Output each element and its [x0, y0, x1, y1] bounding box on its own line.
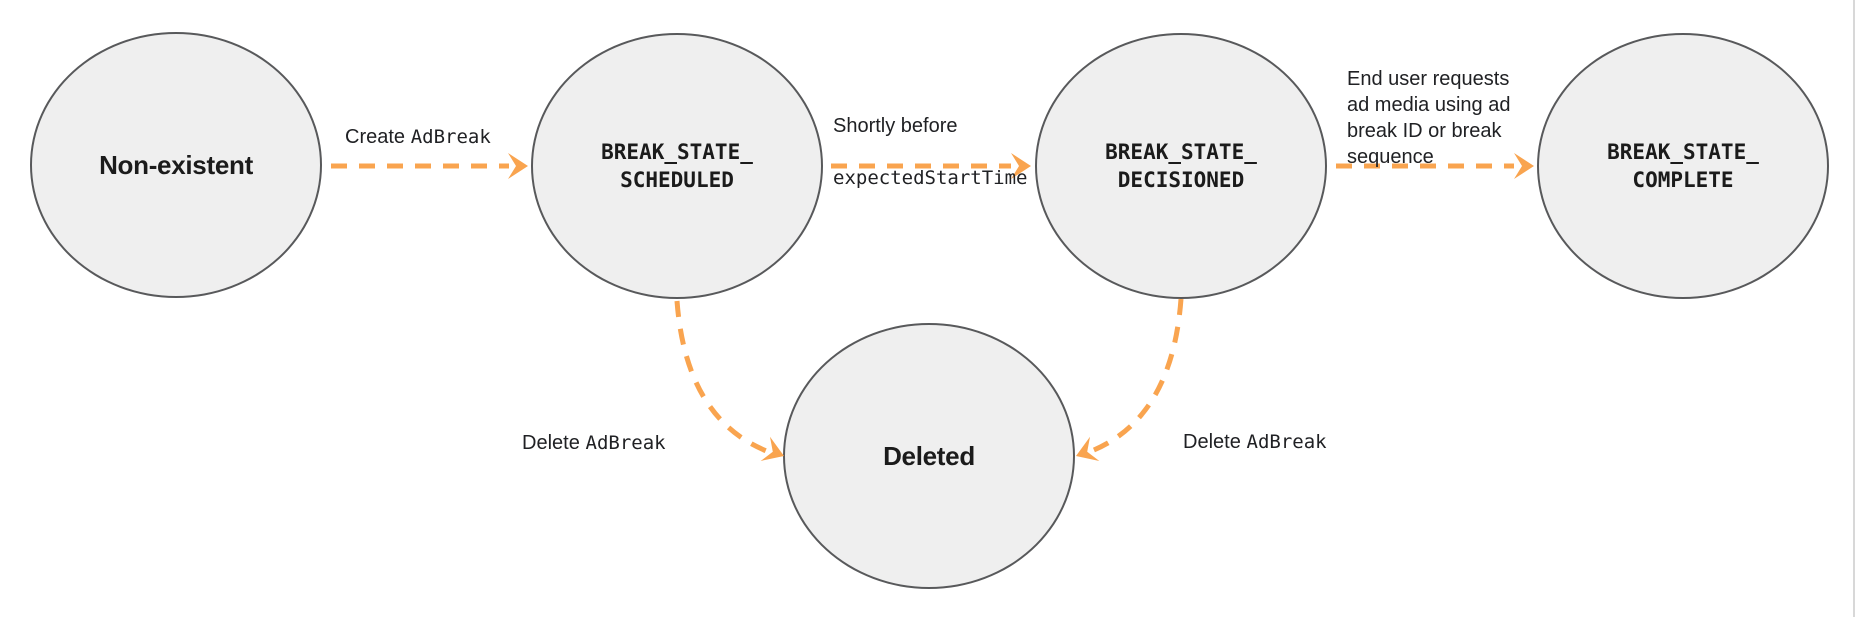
transition-label-decision-plain: Shortly before — [833, 115, 958, 137]
arrow-delete-from-decisioned — [1088, 298, 1184, 455]
transition-label-delete-right-code: AdBreak — [1246, 431, 1327, 453]
state-label-break-state-complete: BREAK_STATE_ COMPLETE — [1607, 140, 1759, 192]
transition-label-decision: Shortly before expectedStartTime — [833, 87, 1027, 217]
transition-label-complete: End user requests ad media using ad brea… — [1347, 40, 1542, 170]
state-node-break-state-decisioned: BREAK_STATE_ DECISIONED — [1035, 33, 1327, 299]
transition-label-delete-right-plain: Delete — [1183, 431, 1241, 453]
state-node-break-state-complete: BREAK_STATE_ COMPLETE — [1537, 33, 1829, 299]
transition-label-delete-left-code: AdBreak — [585, 432, 666, 454]
arrowhead-delete-right-icon — [1071, 436, 1100, 469]
state-label-non-existent: Non-existent — [99, 149, 253, 180]
state-node-deleted: Deleted — [783, 323, 1075, 589]
state-node-non-existent: Non-existent — [30, 32, 322, 298]
transition-label-delete-left-plain: Delete — [522, 432, 580, 454]
transition-label-create-code: AdBreak — [410, 126, 491, 148]
transition-label-complete-plain: End user requests ad media using ad brea… — [1347, 68, 1511, 168]
arrowhead-create-icon — [508, 153, 528, 179]
state-label-deleted: Deleted — [883, 440, 975, 471]
state-node-break-state-scheduled: BREAK_STATE_ SCHEDULED — [531, 33, 823, 299]
right-edge-divider — [1853, 0, 1855, 617]
state-label-break-state-decisioned: BREAK_STATE_ DECISIONED — [1105, 140, 1257, 192]
transition-label-create-plain: Create — [345, 126, 406, 148]
arrow-delete-from-scheduled — [674, 300, 770, 455]
transition-label-decision-code: expectedStartTime — [833, 167, 1028, 189]
state-label-break-state-scheduled: BREAK_STATE_ SCHEDULED — [601, 140, 753, 192]
